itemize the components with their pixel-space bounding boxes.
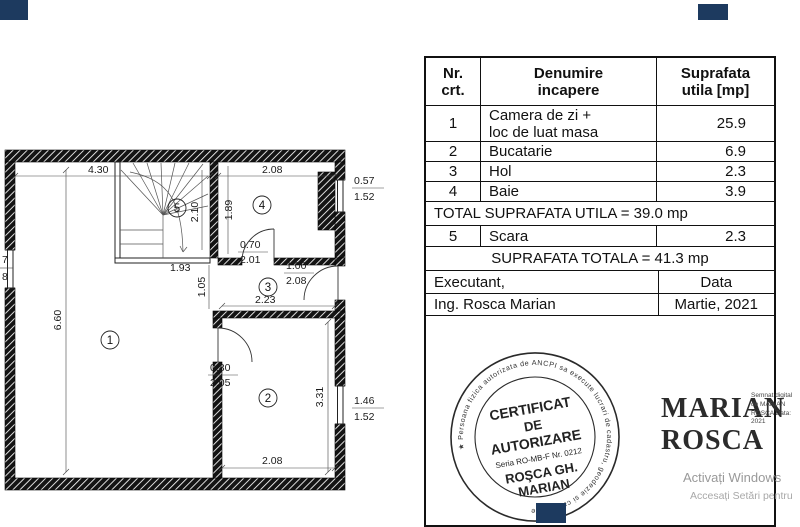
row-name: Scara	[481, 226, 657, 246]
dim-room2-width: 2.08	[262, 455, 283, 467]
redaction-block-top-right	[698, 4, 728, 20]
row-name: Hol	[481, 162, 657, 181]
room-label-1: 1	[107, 335, 113, 347]
window-bath	[335, 179, 345, 213]
row-area: 25.9	[716, 115, 746, 132]
row-name: Bucatarie	[481, 142, 657, 161]
dim-room2-height: 3.31	[314, 387, 326, 408]
dim-door4-a: 0.70	[240, 239, 261, 251]
row-nr: 1	[426, 106, 481, 141]
row-nr: 4	[426, 182, 481, 201]
signature-name: MARIAN ROSCA	[661, 393, 785, 457]
dim-room4-width: 2.08	[262, 164, 283, 176]
total-utila-text: TOTAL SUPRAFATA UTILA = 39.0 mp	[434, 205, 688, 222]
row-nr: 3	[426, 162, 481, 181]
area-table: Nr. crt. Denumire incapere Suprafata uti…	[424, 56, 776, 527]
table-header-row: Nr. crt. Denumire incapere Suprafata uti…	[426, 58, 774, 106]
row-name: Baie	[481, 182, 657, 201]
row-nr: 5	[426, 226, 481, 246]
dimension-labels: 4.30 2.08 1.89 2.10 6.60 1.05 3.31 2.23 …	[2, 164, 375, 467]
door-bath-arc	[241, 228, 275, 262]
stamp-title-2: DE	[523, 417, 544, 435]
redaction-block-top-left	[0, 0, 28, 20]
room-labels: 1 2 3 4 5	[100, 195, 278, 408]
dim-win-top-a: 0.57	[354, 175, 375, 187]
dim-entry-a: 1.00	[286, 260, 307, 272]
dim-door4-b: 2.01	[240, 254, 261, 266]
table-row-scara: 5 Scara 2.3	[426, 226, 774, 247]
activate-windows-text: Activați Windows	[683, 470, 782, 485]
door-kitchen-arc	[217, 327, 253, 363]
data-label: Data	[700, 273, 733, 291]
executant-value: Ing. Rosca Marian	[426, 294, 659, 315]
data-value: Martie, 2021	[674, 296, 758, 313]
table-row: 1 Camera de zi + loc de luat masa 25.9	[426, 106, 774, 142]
activate-windows-subtext: Accesați Setări pentru	[690, 490, 793, 502]
total-general-row: SUPRAFATA TOTALA = 41.3 mp	[426, 247, 774, 271]
interior-walls	[209, 161, 346, 479]
room-label-3: 3	[265, 282, 271, 294]
room-label-4: 4	[259, 200, 266, 212]
dim-left-height: 6.60	[52, 310, 64, 331]
executant-header-row: Executant, Data	[426, 271, 774, 294]
dim-stair-width: 1.93	[170, 262, 191, 274]
dim-win-left-a: 7	[2, 254, 8, 266]
table-row: 4 Baie 3.9	[426, 182, 774, 202]
table-row: 3 Hol 2.3	[426, 162, 774, 182]
dim-win-right-a: 1.46	[354, 395, 375, 407]
dim-win-right-b: 1.52	[354, 411, 375, 423]
header-nr-crt: Nr. crt.	[426, 58, 481, 105]
dim-entry-b: 2.08	[286, 275, 307, 287]
window-kitchen	[335, 385, 345, 425]
dim-door2-a: 0.80	[210, 362, 231, 374]
row-area: 3.9	[725, 183, 746, 200]
total-general-text: SUPRAFATA TOTALA = 41.3 mp	[491, 250, 709, 267]
dim-win-left-b: 8	[2, 271, 8, 283]
dimension-lines	[0, 166, 384, 476]
row-name: Camera de zi + loc de luat masa	[481, 106, 657, 141]
room-label-2: 2	[265, 393, 271, 405]
dim-hall-open: 1.05	[196, 277, 208, 298]
dim-top-width: 4.30	[88, 164, 109, 176]
floor-plan: 4.30 2.08 1.89 2.10 6.60 1.05 3.31 2.23 …	[0, 149, 384, 491]
row-area: 2.3	[725, 227, 746, 245]
dim-room4-height: 1.89	[223, 200, 235, 221]
dim-win-top-b: 1.52	[354, 191, 375, 203]
header-suprafata: Suprafata utila [mp]	[680, 64, 751, 99]
stair-enclosure	[114, 161, 211, 264]
signature-name-line2: ROSCA	[661, 425, 765, 456]
redaction-block-bottom	[536, 503, 566, 523]
dim-door2-b: 2.05	[210, 377, 231, 389]
exterior-walls	[4, 149, 346, 491]
certification-stamp: ★ Persoana fizica autorizata de ANCPI sa…	[443, 345, 626, 527]
row-nr: 2	[426, 142, 481, 161]
executant-label: Executant,	[426, 271, 659, 293]
total-utila-row: TOTAL SUPRAFATA UTILA = 39.0 mp	[426, 202, 774, 226]
executant-value-row: Ing. Rosca Marian Martie, 2021	[426, 294, 774, 316]
door-entry-arc	[303, 265, 339, 301]
header-denumire: Denumire incapere	[481, 58, 657, 105]
signature-details: Semnat digital de MARIAN ROSCA Data: 202…	[751, 392, 793, 426]
signature-name-line1: MARIAN	[661, 393, 786, 424]
room-label-5: 5	[174, 203, 180, 215]
row-area: 2.3	[725, 163, 746, 180]
row-area: 6.9	[725, 143, 746, 160]
window-left	[5, 249, 15, 289]
dim-stair-height: 2.10	[189, 202, 201, 223]
table-row: 2 Bucatarie 6.9	[426, 142, 774, 162]
dim-hall-width: 2.23	[255, 294, 276, 306]
